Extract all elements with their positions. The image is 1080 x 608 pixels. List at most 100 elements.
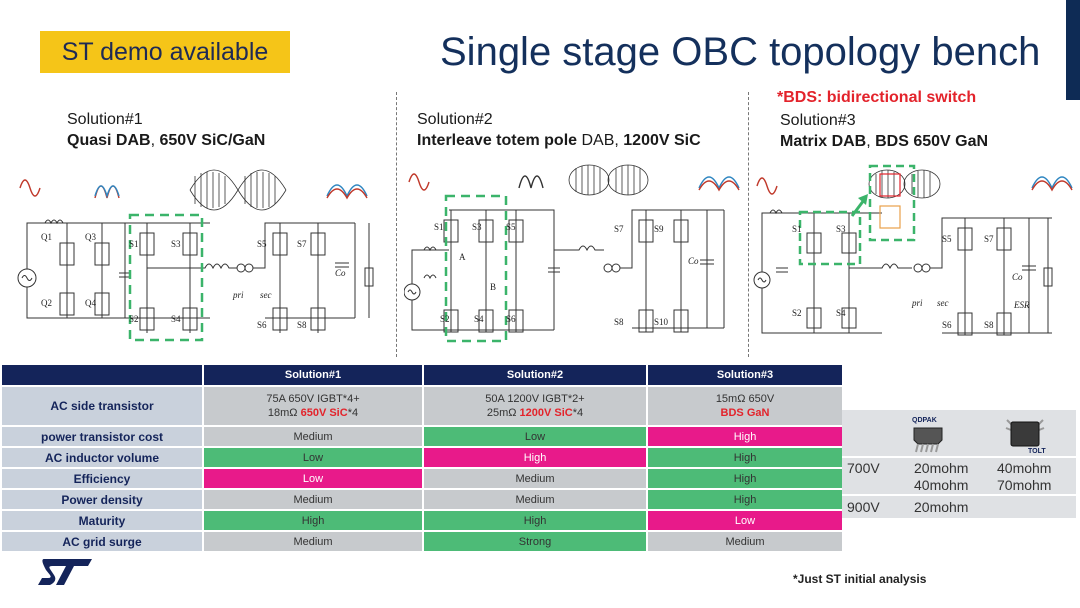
svg-text:S3: S3 [472,222,482,232]
svg-text:S3: S3 [836,224,846,234]
row-label: AC inductor volume [2,448,202,467]
table-cell: Low [648,511,842,530]
svg-text:sec: sec [937,298,949,308]
svg-text:S7: S7 [614,224,624,234]
svg-text:Q4: Q4 [85,298,96,308]
table-cell: Strong [424,532,646,551]
table-cell: High [424,448,646,467]
table-cell: Low [204,469,422,488]
svg-text:B: B [490,282,496,292]
solution-2-label: Solution#2 [417,111,493,128]
svg-text:ESR: ESR [1013,300,1030,310]
package-table-divider [842,456,1076,458]
table-header-blank [2,365,202,385]
svg-text:pri: pri [232,290,244,300]
svg-text:S5: S5 [942,234,952,244]
svg-text:A: A [459,252,466,262]
svg-text:S2: S2 [129,314,139,324]
corner-accent-bar [1066,0,1080,100]
table-cell: High [648,427,842,446]
circuit-diagram-solution-2: S1 S3 S5 S2 S4 S6 A B S7 S9 S8 S10 Co [404,160,744,350]
svg-text:S3: S3 [171,239,181,249]
table-row: Power density Medium Medium High [2,490,842,509]
svg-text:S6: S6 [257,320,267,330]
table-cell: Medium [648,532,842,551]
svg-text:S6: S6 [506,314,516,324]
table-header-solution-1: Solution#1 [204,365,422,385]
svg-text:S8: S8 [297,320,307,330]
svg-text:Q1: Q1 [41,232,52,242]
svg-text:S8: S8 [614,317,624,327]
svg-text:S5: S5 [506,222,516,232]
svg-text:S4: S4 [474,314,484,324]
svg-text:S7: S7 [297,239,307,249]
table-cell: Medium [204,532,422,551]
table-row: AC side transistor 75A 650V IGBT*4+ 18mΩ… [2,387,842,425]
svg-text:S7: S7 [984,234,994,244]
table-header-solution-2: Solution#2 [424,365,646,385]
row-label: Power density [2,490,202,509]
table-cell: High [648,448,842,467]
qdpak-package-icon [913,427,943,453]
cell-ac-side-solution-3: 15mΩ 650V BDS GaN [648,387,842,425]
table-cell: High [648,490,842,509]
row-label: Efficiency [2,469,202,488]
svg-text:S10: S10 [654,317,669,327]
svg-text:S2: S2 [440,314,450,324]
svg-text:S1: S1 [434,222,444,232]
svg-text:S2: S2 [792,308,802,318]
table-cell: Medium [424,469,646,488]
solution-1-heading: Solution#1 Quasi DAB, 650V SiC/GaN [67,109,265,151]
table-header-solution-3: Solution#3 [648,365,842,385]
row-label: Maturity [2,511,202,530]
solution-3-heading: Solution#3 Matrix DAB, BDS 650V GaN [780,110,988,152]
demo-badge: ST demo available [40,31,290,73]
tolt-package-icon [1005,419,1045,447]
package-table: QDPAK TOLT 700V 20mohm 40mohm 40mohm 70m… [842,410,1076,518]
cell-ac-side-solution-1: 75A 650V IGBT*4+ 18mΩ 650V SiC*4 [204,387,422,425]
package-table-divider [842,494,1076,496]
svg-text:Co: Co [688,256,699,266]
table-row: AC grid surge Medium Strong Medium [2,532,842,551]
table-cell: Low [424,427,646,446]
solution-3-label: Solution#3 [780,112,856,129]
table-cell: High [204,511,422,530]
tolt-label: TOLT [1028,448,1046,455]
svg-text:Co: Co [1012,272,1023,282]
cell-ac-side-solution-2: 50A 1200V IGBT*2+ 25mΩ 1200V SiC*4 [424,387,646,425]
column-divider-1 [396,92,397,357]
table-row: Maturity High High Low [2,511,842,530]
table-cell: High [424,511,646,530]
svg-text:S4: S4 [836,308,846,318]
footnote: *Just ST initial analysis [793,572,927,586]
table-cell: Medium [204,427,422,446]
table-cell: Medium [204,490,422,509]
row-label: AC grid surge [2,532,202,551]
table-cell: Low [204,448,422,467]
svg-text:S9: S9 [654,224,664,234]
solution-2-desc: Interleave totem pole DAB, 1200V SiC [417,132,701,149]
solution-1-desc: Quasi DAB, 650V SiC/GaN [67,132,266,149]
svg-text:S1: S1 [129,239,139,249]
column-divider-2 [748,92,749,357]
table-cell: High [648,469,842,488]
row-label-ac-side-transistor: AC side transistor [2,387,202,425]
comparison-table: Solution#1 Solution#2 Solution#3 AC side… [0,363,844,553]
table-row: power transistor cost Medium Low High [2,427,842,446]
bds-note: *BDS: bidirectional switch [777,89,977,106]
svg-text:S6: S6 [942,320,952,330]
st-logo [36,557,94,592]
solution-2-heading: Solution#2 Interleave totem pole DAB, 12… [417,109,701,151]
table-row: Efficiency Low Medium High [2,469,842,488]
svg-text:S4: S4 [171,314,181,324]
table-cell: Medium [424,490,646,509]
svg-text:Q3: Q3 [85,232,96,242]
svg-text:S1: S1 [792,224,802,234]
row-label: power transistor cost [2,427,202,446]
table-row: AC inductor volume Low High High [2,448,842,467]
svg-text:S8: S8 [984,320,994,330]
solution-3-desc: Matrix DAB, BDS 650V GaN [780,133,989,150]
qdpak-label: QDPAK [912,417,937,424]
svg-text:Q2: Q2 [41,298,52,308]
